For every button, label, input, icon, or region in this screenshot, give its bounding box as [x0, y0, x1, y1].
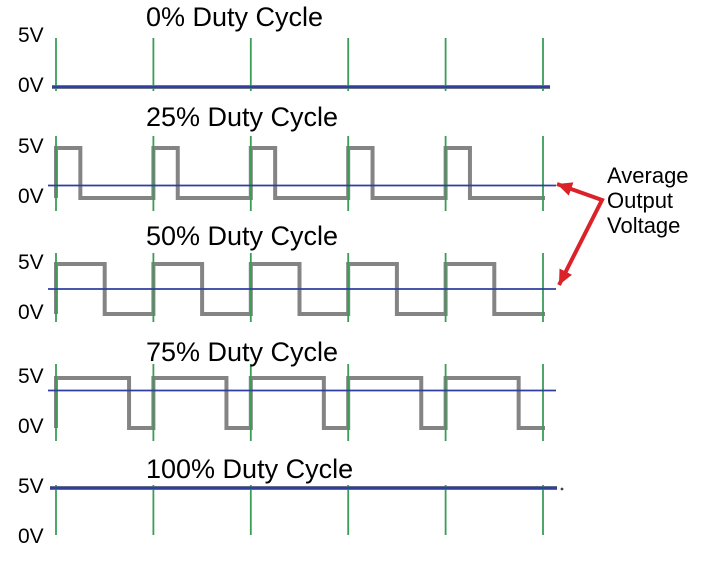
axis-label-0v-25: 0V: [18, 185, 44, 208]
period-tick-marks: [55, 136, 544, 211]
duty-panel-graphics-100: [50, 485, 557, 535]
period-tick-marks: [55, 38, 544, 91]
panel-title-25: 25% Duty Cycle: [146, 102, 339, 132]
axis-label-5v-50: 5V: [18, 251, 44, 274]
square-wave: [54, 376, 545, 430]
period-tick-marks: [55, 364, 544, 441]
axis-label-5v-75: 5V: [18, 365, 44, 388]
duty-panel-graphics-25: [48, 136, 556, 211]
axis-label-0v-0: 0V: [18, 74, 44, 97]
panel-title-0: 0% Duty Cycle: [146, 2, 324, 32]
axis-label-5v-100: 5V: [18, 475, 44, 498]
panel-title-50: 50% Duty Cycle: [146, 221, 339, 251]
arrow-connector: [556, 182, 605, 286]
panel-title-100: 100% Duty Cycle: [146, 454, 354, 484]
axis-label-0v-100: 0V: [18, 525, 44, 548]
axis-label-5v-0: 5V: [18, 24, 44, 47]
average-voltage-arrows: [556, 182, 605, 286]
square-wave: [54, 146, 545, 200]
stray-dot: [560, 487, 564, 491]
average-output-voltage-label: Average Output Voltage: [607, 163, 689, 238]
axis-label-0v-75: 0V: [18, 415, 44, 438]
duty-panel-graphics-75: [48, 364, 556, 441]
period-tick-marks: [55, 485, 544, 535]
axis-label-0v-50: 0V: [18, 301, 44, 324]
period-tick-marks: [55, 253, 544, 322]
duty-panel-graphics-0: [52, 38, 550, 91]
axis-label-5v-25: 5V: [18, 135, 44, 158]
duty-panel-graphics-50: [48, 253, 556, 322]
panel-title-75: 75% Duty Cycle: [146, 337, 339, 367]
